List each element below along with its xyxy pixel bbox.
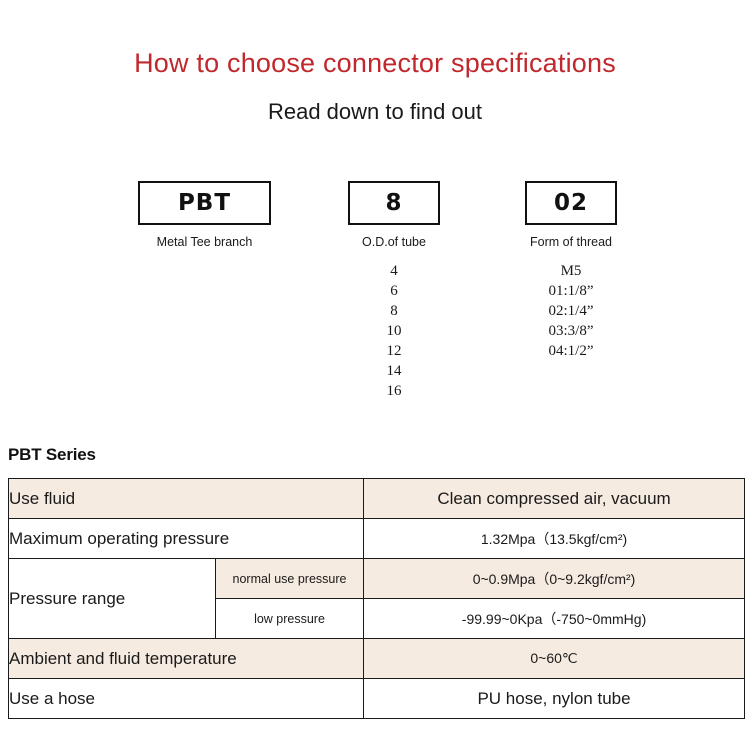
table-cell-value: 0~0.9Mpa（0~9.2kgf/cm²) (363, 558, 746, 599)
table-cell-label: Use fluid (7, 478, 365, 519)
code-option[interactable]: 10 (386, 323, 402, 339)
table-cell-sublabel: low pressure (214, 598, 365, 639)
page-subtitle: Read down to find out (267, 99, 483, 124)
code-option[interactable]: 8 (390, 303, 398, 319)
code-option[interactable]: 12 (386, 343, 402, 359)
code-option[interactable]: 01:1/8” (548, 283, 594, 299)
code-option[interactable]: 6 (390, 283, 398, 299)
code-caption-series: Metal Tee branch (156, 235, 253, 249)
code-box-tube-value: 8 (385, 190, 403, 216)
table-cell-value: Clean compressed air, vacuum (363, 478, 746, 519)
table-cell-value: 1.32Mpa（13.5kgf/cm²) (363, 518, 746, 559)
code-option[interactable]: 02:1/4” (548, 303, 594, 319)
code-caption-tube: O.D.of tube (362, 235, 426, 249)
code-box-thread[interactable]: 02 (525, 181, 617, 225)
table-cell-value: -99.99~0Kpa（-750~0mmHg) (363, 598, 746, 639)
code-options-thread: M5 01:1/8” 02:1/4” 03:3/8” 04:1/2” (525, 261, 617, 361)
code-option[interactable]: 04:1/2” (548, 343, 594, 359)
code-options-tube: 4 6 8 10 12 14 16 (348, 261, 440, 401)
table-cell-label: Use a hose (7, 678, 365, 719)
table-cell-value: PU hose, nylon tube (363, 678, 746, 719)
table-cell-value: 0~60℃ (363, 638, 746, 679)
series-label: PBT Series (8, 445, 96, 464)
table-cell-sublabel: normal use pressure (214, 558, 365, 599)
code-option[interactable]: M5 (560, 263, 582, 279)
code-caption-thread: Form of thread (530, 235, 612, 249)
code-option[interactable]: 14 (386, 363, 402, 379)
code-option[interactable]: 16 (386, 383, 402, 399)
code-box-series[interactable]: PBT (138, 181, 271, 225)
code-option[interactable]: 03:3/8” (548, 323, 594, 339)
table-cell-label: Pressure range (8, 558, 216, 639)
code-box-thread-value: 02 (553, 190, 588, 216)
page-title: How to choose connector specifications (134, 48, 616, 78)
table-cell-label: Maximum operating pressure (7, 518, 365, 559)
table-cell-label: Ambient and fluid temperature (7, 638, 365, 679)
code-box-tube[interactable]: 8 (348, 181, 440, 225)
code-box-series-value: PBT (177, 190, 232, 216)
code-option[interactable]: 4 (390, 263, 398, 279)
table-row: low pressure-99.99~0Kpa（-750~0mmHg) (9, 598, 746, 639)
code-group-tube: 8 O.D.of tube 4 6 8 10 12 14 16 (348, 181, 440, 401)
code-group-series: PBT Metal Tee branch (138, 181, 271, 261)
code-group-thread: 02 Form of thread M5 01:1/8” 02:1/4” 03:3/8… (525, 181, 617, 361)
